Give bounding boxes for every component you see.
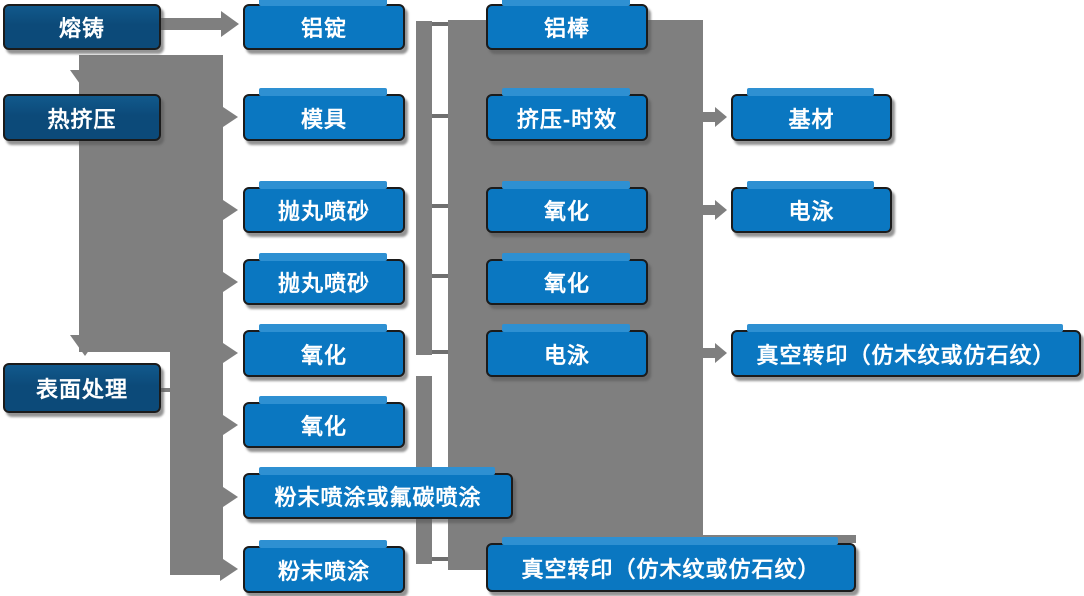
node-electrophoresis-1: 电泳 <box>486 324 648 377</box>
node-oxidation-1: 氧化 <box>243 324 405 377</box>
arrow-right-to-vacuum-transfer-print <box>703 343 727 363</box>
node-extrusion-aging: 挤压-时效 <box>486 88 648 141</box>
arrow-right-to-base-material <box>703 107 727 127</box>
node-powder-coating: 粉末喷涂 <box>243 540 405 593</box>
row-link-extrusion-aging <box>432 114 448 118</box>
node-vacuum-transfer-print-2: 真空转印（仿木纹或仿石纹） <box>731 324 1081 377</box>
row-link-aluminum-rod <box>432 22 448 26</box>
arrow-right-to-mold <box>220 105 238 129</box>
left-connector-band-lower <box>170 352 223 575</box>
node-vacuum-transfer-print-1: 真空转印（仿木纹或仿石纹） <box>486 537 856 592</box>
arrow-down-to-hot-extrusion <box>70 70 100 91</box>
row-link-electrophoresis-1 <box>432 350 448 354</box>
node-shot-blasting-2: 抛丸喷砂 <box>243 253 405 305</box>
arrow-right-to-shot-blasting-2 <box>220 270 238 294</box>
node-oxidation-2: 氧化 <box>243 396 405 448</box>
node-oxidation-4: 氧化 <box>486 253 648 305</box>
arrow-right-to-powder-fluorocarbon-coating <box>220 485 238 509</box>
node-aluminum-ingot: 铝锭 <box>243 0 405 50</box>
node-mold: 模具 <box>243 88 405 141</box>
row-link-oxidation-3 <box>432 204 448 208</box>
surface-treatment-connector-stub <box>158 388 174 392</box>
arrow-right-to-oxidation-1 <box>220 341 238 365</box>
arrow-right-to-oxidation-2 <box>220 413 238 437</box>
merge-strip-upper <box>416 21 432 355</box>
node-aluminum-rod: 铝棒 <box>486 0 648 50</box>
node-hot-extrusion: 热挤压 <box>3 94 161 141</box>
node-oxidation-3: 氧化 <box>486 181 648 233</box>
row-link-oxidation-4 <box>432 274 448 278</box>
node-electrophoresis-2: 电泳 <box>731 181 892 233</box>
node-powder-or-fluorocarbon-coating: 粉末喷涂或氟碳喷涂 <box>243 467 513 519</box>
node-melting-casting: 熔铸 <box>3 4 161 50</box>
arrow-right-to-electrophoresis-2 <box>703 200 727 220</box>
arrow-right-to-powder-coating <box>220 557 238 581</box>
node-base-material: 基材 <box>731 88 892 141</box>
node-shot-blasting-1: 抛丸喷砂 <box>243 181 405 233</box>
arrow-right-to-shot-blasting-1 <box>220 198 238 222</box>
node-surface-treatment: 表面处理 <box>3 363 161 413</box>
arrow-right-to-aluminum-ingot <box>161 11 239 37</box>
arrow-down-to-surface-treatment <box>70 335 100 356</box>
